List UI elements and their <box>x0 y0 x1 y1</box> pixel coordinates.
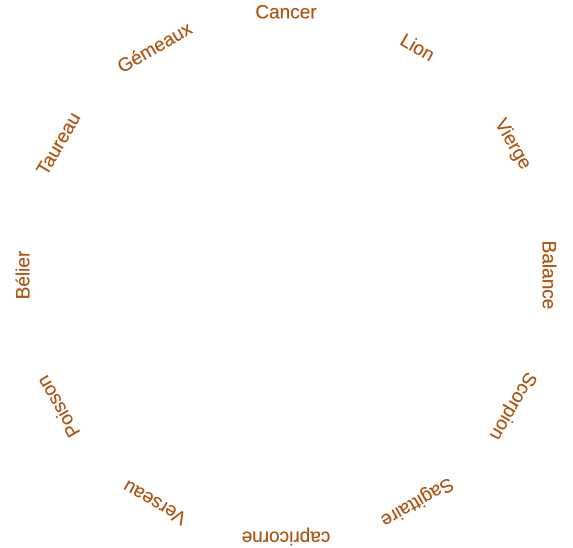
sign-label-gemeaux: Gémeaux <box>114 18 196 78</box>
sign-label-verseau: Verseau <box>119 475 191 529</box>
sign-label-scorpion: Scorpion <box>485 368 541 444</box>
sign-label-vierge: Vierge <box>490 115 536 173</box>
sign-label-poisson: Poisson <box>33 371 86 441</box>
sign-label-sagittaire: Sagittaire <box>376 472 458 532</box>
sign-label-taureau: Taureau <box>32 109 86 179</box>
sign-label-balance: Balance <box>537 240 559 310</box>
sign-label-belier: Bélier <box>13 250 35 300</box>
sign-label-capricorne: capricorne <box>241 526 331 548</box>
sign-label-lion: Lion <box>396 30 438 67</box>
sign-label-cancer: Cancer <box>255 2 317 24</box>
